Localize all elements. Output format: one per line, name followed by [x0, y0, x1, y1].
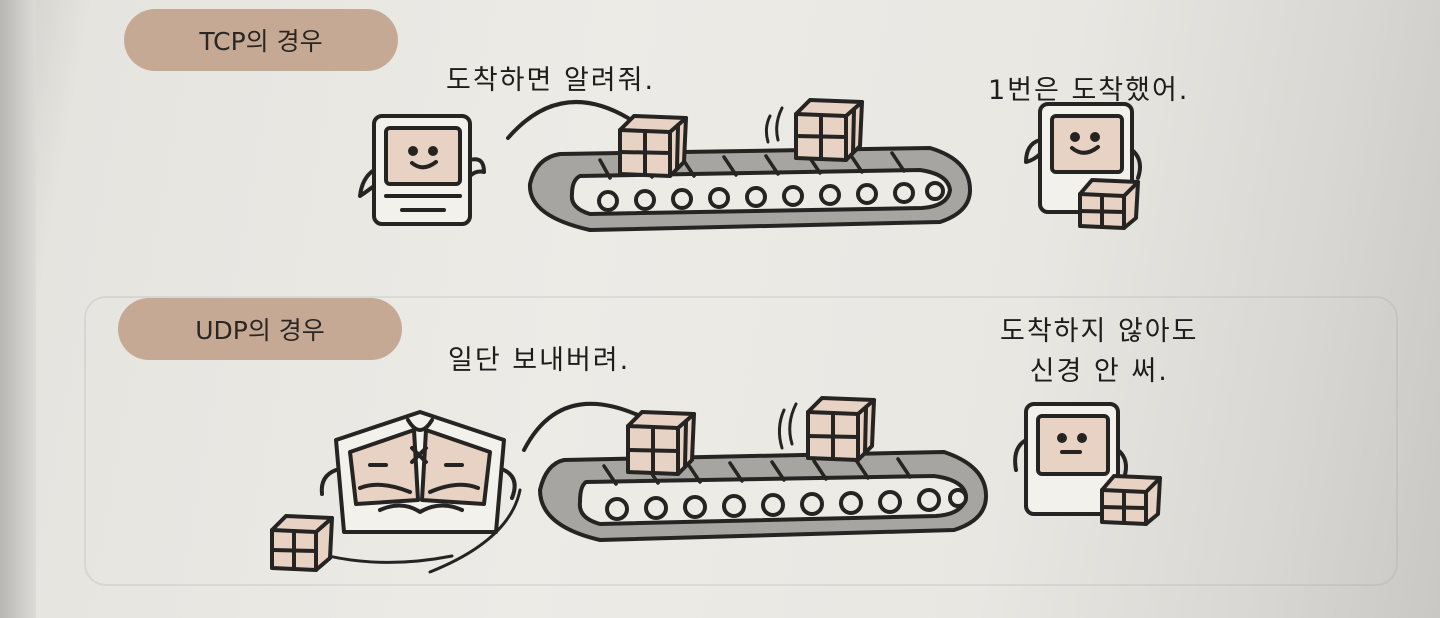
udp-conveyor-belt: [538, 450, 988, 542]
udp-label-text: UDP의 경우: [195, 316, 325, 345]
udp-sender-computer: [298, 410, 522, 574]
udp-label-pill: UDP의 경우: [118, 298, 402, 360]
udp-throw-arc: [522, 401, 642, 452]
udp-received-packet: [1100, 474, 1162, 526]
tcp-throw-arc: [506, 100, 630, 140]
tcp-packet-2: [764, 98, 864, 162]
faint-bleedthrough-frame: [84, 296, 1398, 586]
udp-receiver-speech: 도착하지 않아도 신경 안 써.: [1000, 312, 1198, 392]
tcp-label-text: TCP의 경우: [199, 27, 323, 56]
tcp-label-pill: TCP의 경우: [124, 9, 398, 71]
tcp-receiver-speech: 1번은 도착했어.: [988, 75, 1190, 106]
tcp-sender-computer: [358, 114, 486, 226]
udp-receiver-speech-line1: 도착하지 않아도: [1000, 316, 1199, 347]
tcp-conveyor-belt: [527, 146, 972, 232]
udp-packet-1: [626, 410, 696, 476]
udp-dropped-packet: [270, 514, 334, 572]
book-spine-shadow: [0, 0, 36, 618]
tcp-received-packet: [1078, 178, 1140, 230]
udp-sender-speech: 일단 보내버려.: [448, 345, 631, 376]
tcp-packet-1: [618, 114, 688, 178]
udp-receiver-speech-line2: 신경 안 써.: [1029, 356, 1169, 387]
tcp-sender-speech: 도착하면 알려줘.: [446, 65, 656, 96]
udp-packet-2: [777, 396, 876, 462]
udp-receiver-computer: [1013, 402, 1128, 516]
